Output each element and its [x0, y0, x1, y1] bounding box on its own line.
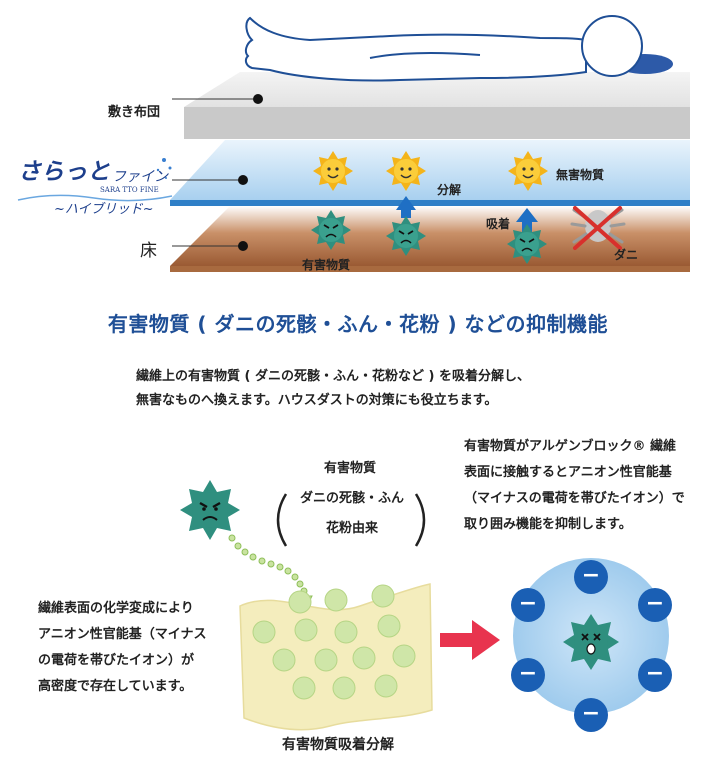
harmless-particle-icon	[313, 151, 353, 191]
fabric-marker-dot	[238, 175, 248, 185]
brand-name-roman: SARA TTO FINE	[100, 186, 159, 194]
right-text-line-3: （マイナスの電荷を帯びたイオン）で	[464, 491, 685, 506]
page-title: 有害物質 ( ダニの死骸・ふん・花粉 ) などの抑制機能	[107, 312, 609, 336]
trajectory-dots	[228, 534, 308, 595]
sleeping-person	[244, 15, 673, 82]
harmless-label: 無害物質	[556, 168, 605, 182]
fiber-text-line-3: の電荷を帯びたイオン）が	[38, 653, 195, 668]
right-text-line-1: 有害物質がアルゲンブロック® 繊維	[464, 439, 677, 454]
harmful-line-2: 花粉由来	[325, 521, 378, 536]
right-text-line-2: 表面に接触するとアニオン性官能基	[464, 465, 672, 480]
leader-lines	[172, 98, 258, 247]
fiber-text-line-2: アニオン性官能基（マイナス	[38, 627, 207, 642]
adsorb-arrow-icon	[516, 208, 538, 232]
mechanism-illustration	[180, 480, 669, 731]
minus-symbol: −	[581, 563, 601, 588]
ion-marker-upper-left: −	[511, 588, 545, 622]
floor-marker-dot	[238, 241, 248, 251]
ion-capture-illustration	[513, 558, 669, 714]
minus-symbol: −	[518, 591, 538, 616]
harmless-particle-icon	[508, 151, 548, 191]
harmful-line-1: ダニの死骸・ふん	[299, 491, 404, 506]
fiber-text-line-4: 高密度で存在しています。	[38, 679, 193, 694]
right-text-line-4: 取り囲み機能を抑制します。	[464, 517, 632, 532]
ion-marker-top: −	[574, 560, 608, 594]
fabric-layer	[170, 140, 690, 206]
ion-marker-lower-right: −	[638, 658, 672, 692]
harmful-particle-icon	[311, 210, 351, 250]
harmful-particle-icon	[180, 480, 240, 540]
sparkle-icon	[17, 158, 173, 202]
decompose-label: 分解	[437, 183, 462, 197]
adsorb-label: 吸着	[486, 217, 511, 231]
harmful-particle-icon	[386, 216, 426, 256]
harmful-label: 有害物質	[302, 258, 351, 272]
brand-logo: さらっと ファイン SARA TTO FINE ~ハイブリッド~	[14, 150, 174, 220]
description-line-2: 無害なものへ換えます。ハウスダストの対策にも役立ちます。	[136, 393, 498, 408]
fiber-caption: 有害物質吸着分解	[282, 737, 394, 753]
harmful-particle-icon	[507, 224, 547, 264]
open-paren-icon	[276, 493, 288, 547]
ion-marker-bottom: −	[574, 698, 608, 732]
neutralized-particle-icon	[563, 614, 619, 670]
minus-symbol: −	[645, 661, 665, 686]
futon-layer	[184, 72, 690, 139]
ion-marker-lower-left: −	[511, 658, 545, 692]
brand-name-sub: ~ハイブリッド~	[54, 202, 154, 217]
harmless-particle-icon	[386, 151, 426, 191]
brand-name-kana: さらっと	[18, 158, 110, 185]
minus-symbol: −	[581, 701, 601, 726]
close-paren-icon	[414, 493, 426, 547]
floor-layer	[170, 206, 690, 272]
ion-marker-upper-right: −	[638, 588, 672, 622]
floor-label: 床	[140, 241, 157, 261]
futon-label: 敷き布団	[108, 105, 161, 120]
futon-marker-dot	[253, 94, 263, 104]
transition-arrow-icon	[440, 620, 500, 660]
decompose-arrow-icon	[396, 196, 416, 218]
bedding-layers-illustration	[170, 15, 690, 272]
description-line-1: 繊維上の有害物質 ( ダニの死骸・ふん・花粉など ) を吸着分解し、	[136, 369, 530, 384]
minus-symbol: −	[518, 661, 538, 686]
harmful-title: 有害物質	[323, 461, 376, 476]
fiber-sheet	[239, 583, 433, 731]
minus-symbol: −	[645, 591, 665, 616]
mite-label: ダニ	[614, 248, 639, 262]
prohibited-cross-icon	[573, 206, 622, 250]
fiber-text-line-1: 繊維表面の化学変成により	[38, 601, 194, 616]
brand-name-fine: ファイン	[112, 169, 168, 185]
